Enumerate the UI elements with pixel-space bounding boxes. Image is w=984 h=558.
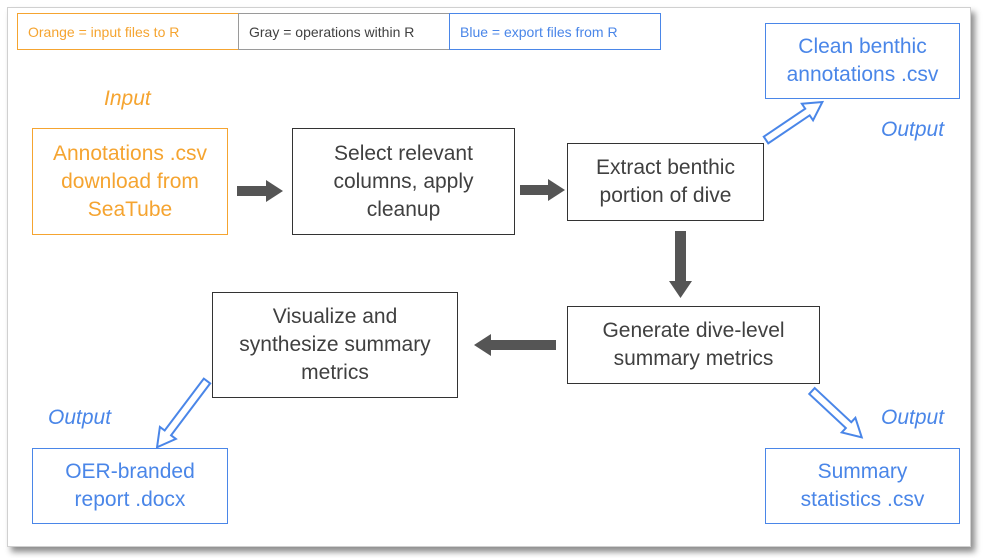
node-visualize-synthesize: Visualize and synthesize summary metrics — [212, 292, 458, 398]
arrow-visualize-to-report — [155, 377, 212, 449]
output-label-summary: Output — [881, 406, 945, 429]
node-select-columns: Select relevant columns, apply cleanup — [292, 128, 515, 235]
legend: Orange = input files to R Gray = operati… — [17, 13, 661, 50]
output-label-clean: Output — [881, 118, 945, 141]
arrow-extract-to-generate — [669, 231, 692, 298]
arrow-annotations-to-select — [237, 180, 283, 202]
node-summary-statistics-csv: Summary statistics .csv — [765, 448, 960, 524]
output-label-report: Output — [48, 406, 112, 429]
arrow-select-to-extract — [520, 179, 565, 201]
node-oer-report-docx: OER-branded report .docx — [32, 448, 228, 524]
legend-input: Orange = input files to R — [17, 13, 239, 50]
node-clean-annotations-csv: Clean benthic annotations .csv — [765, 23, 960, 99]
arrow-extract-to-clean — [762, 100, 825, 145]
node-generate-metrics: Generate dive-level summary metrics — [567, 306, 820, 384]
node-annotations-csv: Annotations .csv download from SeaTube — [32, 128, 228, 235]
node-extract-benthic: Extract benthic portion of dive — [567, 143, 764, 221]
legend-export: Blue = export files from R — [449, 13, 661, 50]
arrow-generate-to-summary — [807, 386, 864, 439]
input-label: Input — [104, 87, 151, 110]
arrow-generate-to-visualize — [474, 334, 556, 356]
